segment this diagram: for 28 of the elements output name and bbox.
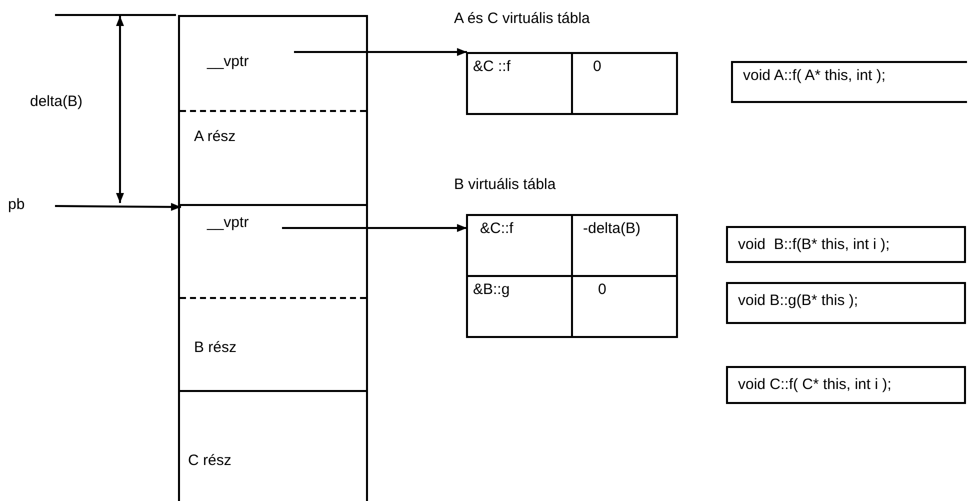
cell-text: &C ::f xyxy=(473,58,511,75)
function-signature: void B::g(B* this ); xyxy=(738,292,858,309)
dimension-label: delta(B) xyxy=(30,93,83,110)
section-label: B rész xyxy=(194,339,237,356)
arrow xyxy=(294,48,467,56)
pointer-label: pb xyxy=(8,196,55,218)
cell-text: &B::g xyxy=(473,281,510,298)
table-cell xyxy=(468,216,573,277)
function-signature: void A::f( A* this, int ); xyxy=(743,67,886,84)
cell-text: -delta(B) xyxy=(583,220,641,237)
arrow xyxy=(55,202,181,211)
function-signature-box xyxy=(726,366,966,404)
object-layout-box xyxy=(178,15,368,501)
field-name: __vptr xyxy=(207,214,249,231)
cell-text: 0 xyxy=(593,58,602,75)
table-heading: A és C virtuális tábla xyxy=(454,10,590,27)
function-signature-box xyxy=(726,282,966,324)
field-name: __vptr xyxy=(207,53,249,70)
table-heading: B virtuális tábla xyxy=(454,176,556,193)
section-label: A rész xyxy=(194,128,236,145)
function-signature: void B::f(B* this, int i ); xyxy=(738,236,890,253)
cell-text: 0 xyxy=(598,281,606,298)
function-signature-box xyxy=(726,226,966,263)
arrow xyxy=(282,224,467,232)
section-label: C rész xyxy=(188,452,232,469)
function-signature-box xyxy=(731,61,967,103)
cell-text: &C::f xyxy=(480,220,514,237)
function-signature: void C::f( C* this, int i ); xyxy=(738,376,892,393)
